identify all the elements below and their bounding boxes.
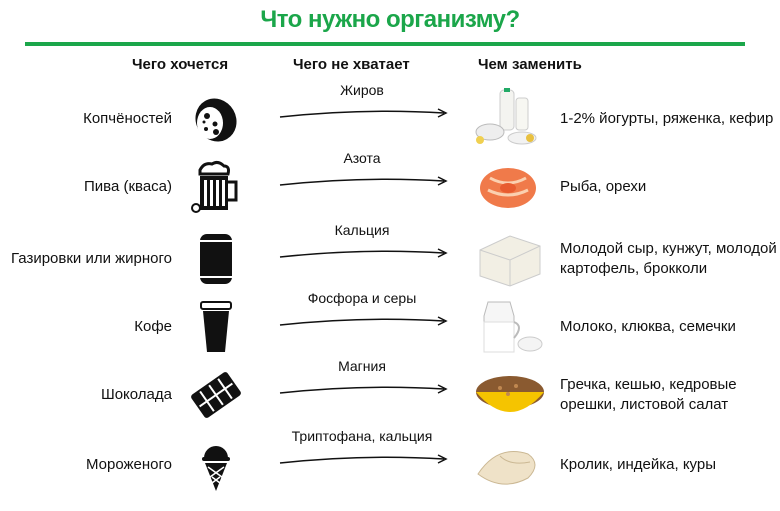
header-replace: Чем заменить xyxy=(478,56,582,73)
table-row: Пива (кваса) Азота Рыба, орехи xyxy=(0,150,780,222)
milk-image xyxy=(470,296,550,356)
beer-mug-icon xyxy=(188,160,244,214)
coffee-cup-icon xyxy=(188,300,244,354)
table-row: Газировки или жирного Кальция Молодой сы… xyxy=(0,222,780,294)
soda-can-icon xyxy=(188,232,244,286)
buckwheat-image xyxy=(470,364,550,424)
arrow-icon xyxy=(279,176,448,186)
craving-label: Шоколада xyxy=(100,386,172,403)
nutrient-label: Триптофана, кальция xyxy=(291,428,433,444)
replacement-label: 1-2% йогурты, ряженка, кефир xyxy=(560,110,774,127)
nutrient-label: Магния xyxy=(338,358,386,374)
table-row: Шоколада Магния Гречка, кешью, кедровые … xyxy=(0,358,780,430)
craving-label: Кофе xyxy=(134,318,172,335)
header-want: Чего хочется xyxy=(132,56,229,73)
ice-cream-icon xyxy=(188,438,244,492)
replacement-label: Молоко, клюква, семечки xyxy=(560,318,736,335)
table-row: Мороженого Триптофана, кальция Кролик, и… xyxy=(0,428,780,500)
arrow-icon xyxy=(279,248,448,258)
arrow-icon xyxy=(279,108,448,118)
craving-label: Газировки или жирного xyxy=(10,250,172,267)
replacement-label: Гречка, кешью, кедровые орешки, листовой… xyxy=(560,376,737,413)
nutrient-label: Кальция xyxy=(334,222,390,238)
nutrient-label: Жиров xyxy=(340,82,384,98)
replacement-label: Рыба, орехи xyxy=(560,178,647,195)
arrow-icon xyxy=(279,454,448,464)
divider xyxy=(25,42,745,46)
craving-label: Пива (кваса) xyxy=(83,178,172,195)
craving-label: Мороженого xyxy=(85,456,172,473)
nutrient-label: Азота xyxy=(343,150,381,166)
poultry-image xyxy=(470,434,550,494)
chocolate-bar-icon xyxy=(188,368,244,422)
cheese-image xyxy=(470,228,550,288)
salmon-image xyxy=(470,156,550,216)
page-title: Что нужно организму? xyxy=(260,6,520,33)
dairy-image xyxy=(470,88,550,148)
table-row: Копчёностей Жиров 1-2% йогурты, ряженка,… xyxy=(0,82,780,154)
arrow-icon xyxy=(279,384,448,394)
craving-label: Копчёностей xyxy=(83,110,172,127)
sausage-icon xyxy=(188,92,244,146)
replacement-label: Молодой сыр, кунжут, молодой картофель, … xyxy=(560,240,777,277)
table-row: Кофе Фосфора и серы Молоко, клюква, семе… xyxy=(0,290,780,362)
header-lack: Чего не хватает xyxy=(293,56,410,73)
nutrient-label: Фосфора и серы xyxy=(307,290,417,306)
arrow-icon xyxy=(279,316,448,326)
replacement-label: Кролик, индейка, куры xyxy=(560,456,717,473)
